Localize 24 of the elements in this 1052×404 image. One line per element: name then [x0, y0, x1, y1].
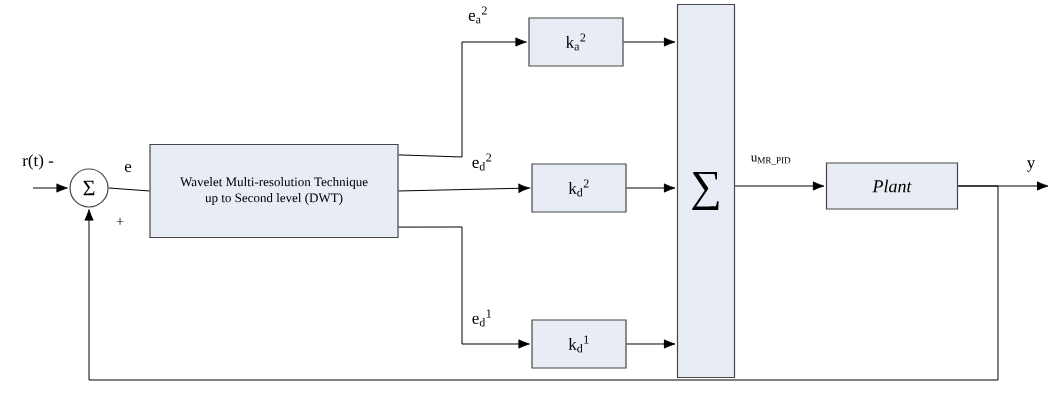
summation-block: ∑: [676, 3, 736, 379]
edge-label: u$_{MR_PID}$: [749, 154, 793, 166]
plant-box: Plant: [825, 162, 959, 210]
process-box: Wavelet Multi-resolution Technique up to Second level (DWT): [149, 143, 399, 239]
arrow: [84, 185, 999, 381]
edge-label: y: [1025, 159, 1037, 173]
arrow: [734, 181, 825, 191]
arrow: [398, 183, 530, 193]
edge-label: e$_{d}$1: [470, 308, 494, 328]
edge-label: e: [123, 162, 133, 174]
summing-junction: Σ: [69, 168, 109, 208]
arrow: [398, 37, 527, 158]
arrow: [32, 183, 68, 193]
edge-label: e$_{d}$2: [470, 152, 494, 172]
arrow: [623, 37, 676, 47]
gain-box: k$_{a}$2: [528, 17, 624, 67]
arrow: [626, 183, 676, 193]
gain-box: k$_{d}$1: [531, 319, 627, 369]
gain-box: k$_{d}$2: [531, 163, 627, 213]
edge-label: r(t) -: [21, 153, 55, 171]
arrow: [626, 339, 676, 349]
edge-label: e$_{a}$2: [467, 5, 489, 25]
arrow: [398, 226, 530, 349]
plus-sign: +: [116, 217, 124, 225]
